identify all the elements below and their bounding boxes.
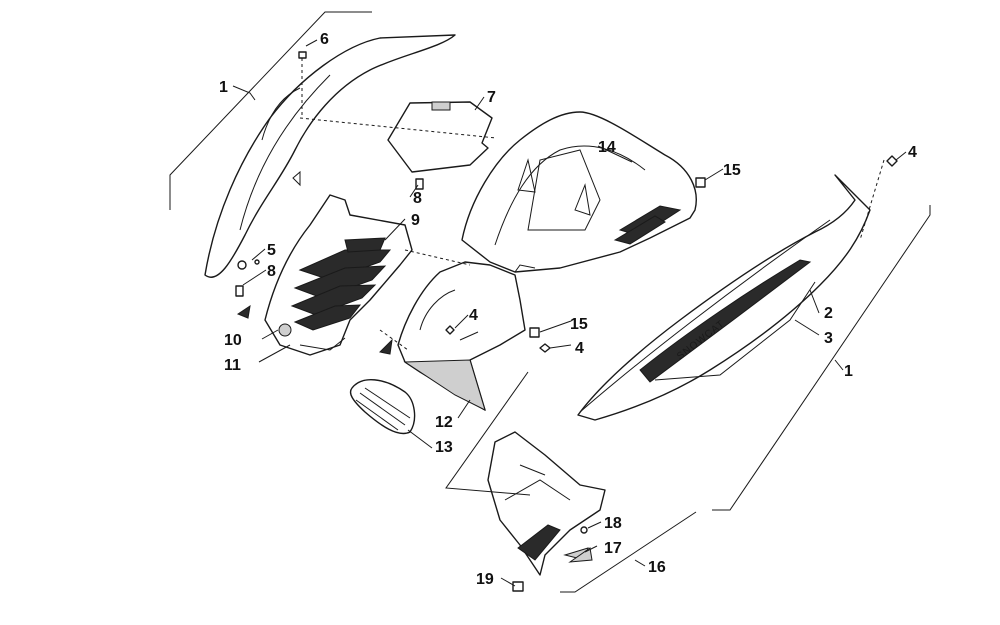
bracket-left-panel [169, 11, 372, 210]
callout-4-center: 4 [469, 307, 478, 324]
assembly-line-4 [859, 159, 885, 241]
callout-2: 2 [824, 305, 833, 322]
assembly-line-2 [404, 249, 471, 266]
callout-8-left: 8 [267, 263, 276, 280]
callout-9: 9 [411, 212, 420, 229]
left-side-panel [204, 34, 456, 278]
callout-3: 3 [824, 330, 833, 347]
callout-13: 13 [435, 439, 453, 456]
bracket-belly-pan-lower [560, 511, 697, 593]
front-bezel [264, 194, 413, 356]
right-side-panel: SNOWCAT [577, 174, 871, 421]
callout-12: 12 [435, 414, 453, 431]
callout-1-left: 1 [219, 79, 228, 96]
windshield-plate [387, 101, 493, 173]
callout-5: 5 [267, 242, 276, 259]
callout-10: 10 [224, 332, 242, 349]
lower-nose [397, 261, 526, 411]
mesh-screen [349, 379, 416, 435]
callout-8-top: 8 [413, 190, 422, 207]
lower-belly-pan [487, 431, 606, 576]
callout-4-top-right: 4 [908, 144, 917, 161]
hood-main [461, 111, 697, 273]
assembly-line-1 [299, 117, 497, 139]
callout-15-right: 15 [723, 162, 741, 179]
callout-4-lower: 4 [575, 340, 584, 357]
callout-labels: 1 1 2 3 4 4 4 5 6 7 8 8 9 10 11 12 13 14… [219, 31, 917, 588]
callout-11: 11 [224, 357, 241, 374]
callout-15-lower: 15 [570, 316, 588, 333]
callout-6: 6 [320, 31, 329, 48]
leader-lines [232, 39, 907, 587]
bracket-belly-pan [445, 371, 531, 496]
hardware [235, 51, 898, 592]
callout-18: 18 [604, 515, 622, 532]
callout-1-right: 1 [844, 363, 853, 380]
bracket-right-panel [712, 205, 931, 511]
callout-19: 19 [476, 571, 494, 588]
callout-17: 17 [604, 540, 622, 557]
callout-7: 7 [487, 89, 496, 106]
callout-16: 16 [648, 559, 666, 576]
callout-14: 14 [598, 139, 616, 156]
